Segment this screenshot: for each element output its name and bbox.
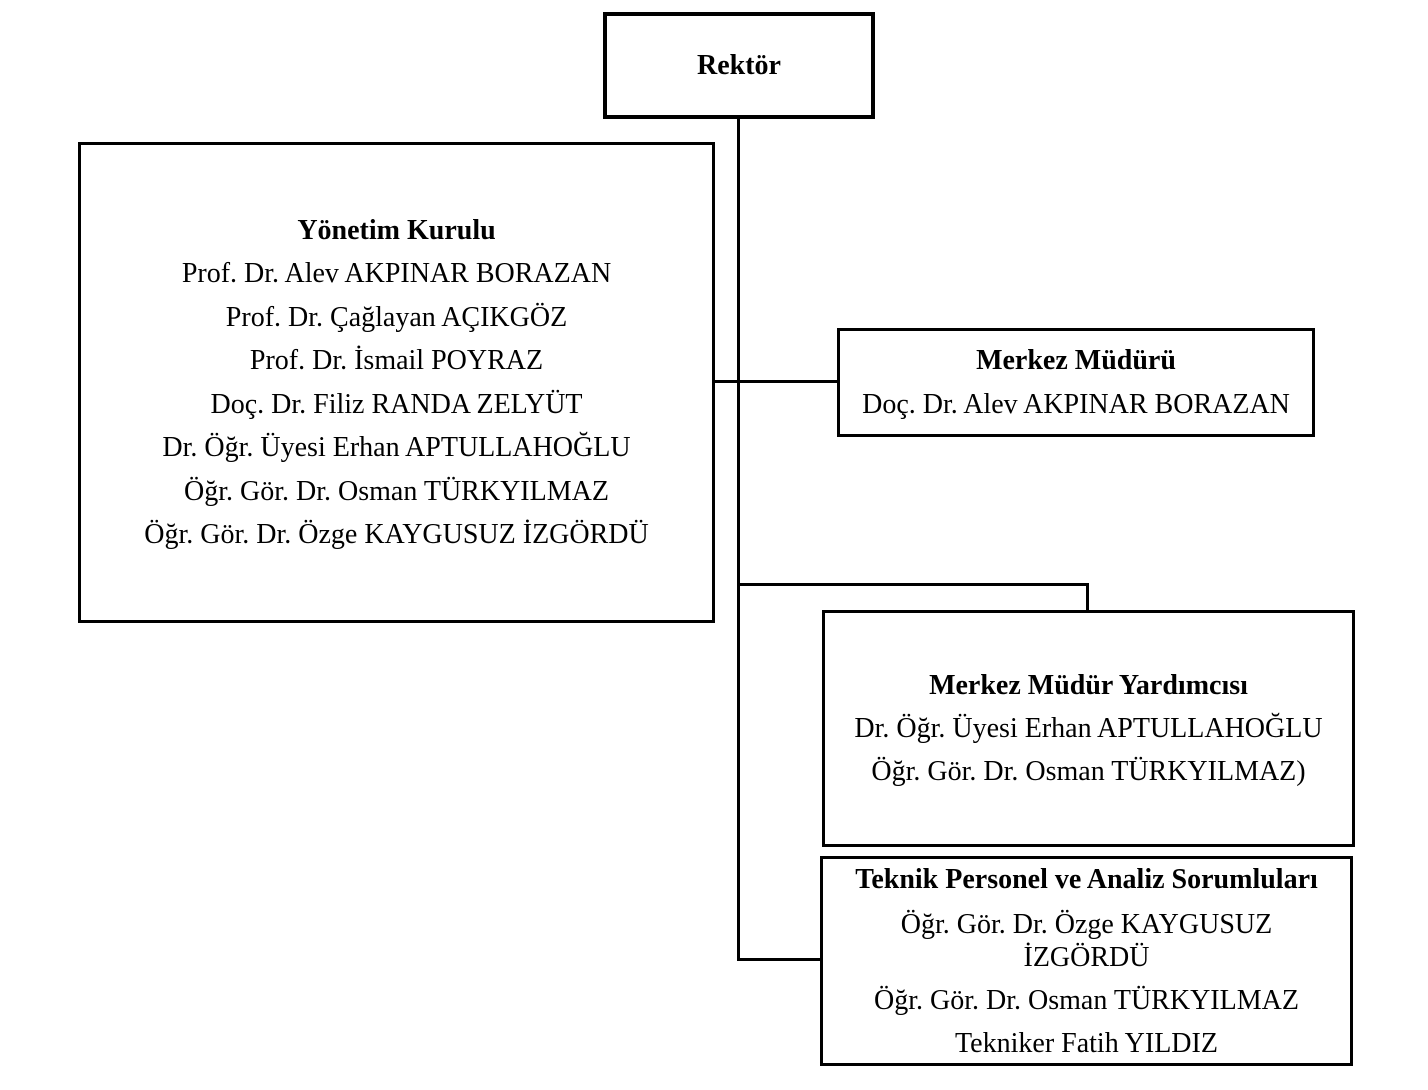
org-node-merkez-mudur-yardimcisi: Merkez Müdür Yardımcısı Dr. Öğr. Üyesi E… [822,610,1355,847]
member-name: Öğr. Gör. Dr. Özge KAYGUSUZ İZGÖRDÜ [900,909,1273,973]
member-name: Prof. Dr. Çağlayan AÇIKGÖZ [225,301,568,333]
connector-to-yardimcisi-drop [1086,583,1089,612]
org-node-teknik-personel: Teknik Personel ve Analiz Sorumluları Öğ… [820,856,1353,1066]
member-name: Öğr. Gör. Dr. Osman TÜRKYILMAZ [184,475,609,507]
org-node-merkez-muduru: Merkez Müdürü Doç. Dr. Alev AKPINAR BORA… [837,328,1315,437]
member-name: Dr. Öğr. Üyesi Erhan APTULLAHOĞLU [162,432,631,463]
member-name: Doç. Dr. Filiz RANDA ZELYÜT [210,388,583,420]
org-node-rektor: Rektör [603,12,875,119]
member-name: Dr. Öğr. Üyesi Erhan APTULLAHOĞLU [854,713,1323,744]
member-name: Öğr. Gör. Dr. Özge KAYGUSUZ İZGÖRDÜ [144,519,649,550]
node-title-teknik-personel: Teknik Personel ve Analiz Sorumluları [855,864,1318,895]
member-name: Prof. Dr. Alev AKPINAR BORAZAN [181,258,612,289]
connector-to-merkez-muduru [715,380,837,383]
member-name: Tekniker Fatih YILDIZ [955,1028,1218,1059]
node-title-merkez-mudur-yardimcisi: Merkez Müdür Yardımcısı [929,670,1248,701]
connector-to-teknik-personel [737,958,822,961]
member-name: Prof. Dr. İsmail POYRAZ [249,345,544,376]
node-title-rektor: Rektör [697,49,781,81]
connector-rektor-vertical [737,119,740,960]
member-name: Öğr. Gör. Dr. Osman TÜRKYILMAZ [874,985,1299,1016]
org-node-yonetim-kurulu: Yönetim Kurulu Prof. Dr. Alev AKPINAR BO… [78,142,715,623]
connector-to-yardimcisi-horizontal [737,583,1089,586]
member-name: Öğr. Gör. Dr. Osman TÜRKYILMAZ) [871,756,1306,787]
node-title-yonetim-kurulu: Yönetim Kurulu [297,214,496,246]
member-name: Doç. Dr. Alev AKPINAR BORAZAN [862,388,1290,420]
node-title-merkez-muduru: Merkez Müdürü [976,344,1176,376]
